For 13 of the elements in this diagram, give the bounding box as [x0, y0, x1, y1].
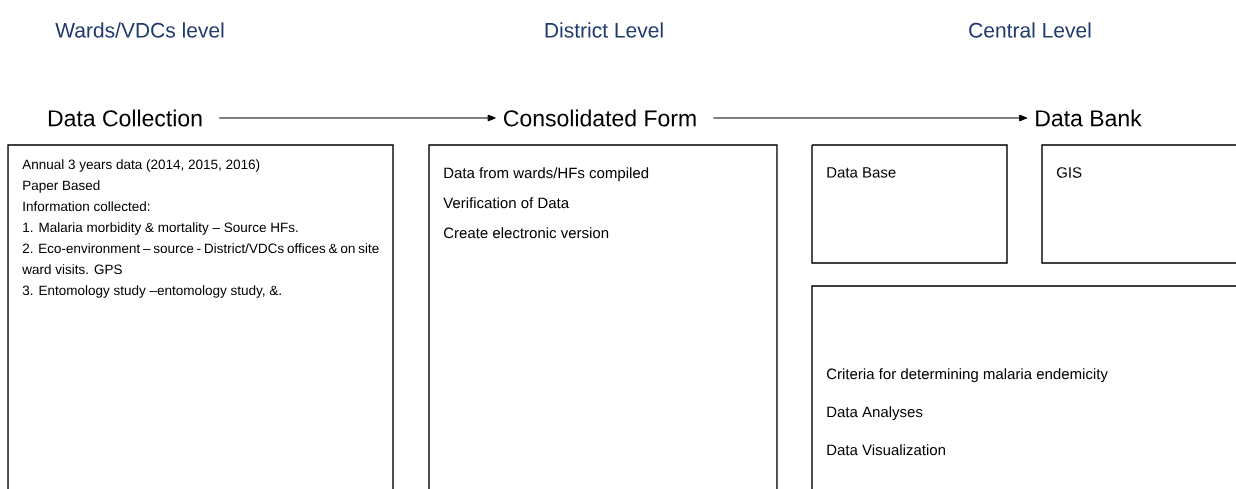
text-box: GIS [1041, 144, 1236, 264]
arrow [218, 114, 496, 122]
heading: Data Collection [48, 109, 202, 127]
text-box: Data Base [811, 144, 1008, 264]
heading: Consolidated Form [504, 109, 696, 127]
arrow [712, 114, 1028, 122]
text-box: Data from wards/HFs compiled Verification of Data Create electronic version [428, 144, 778, 489]
text-box: Criteria for determining malaria endemicity Data Analyses Data Visualization [811, 285, 1236, 489]
level-title: Central Level [969, 22, 1091, 38]
heading: Data Bank [1036, 109, 1142, 127]
level-title: Wards/VDCs level [55, 22, 224, 38]
level-title: District Level [545, 22, 663, 38]
text-box: Annual 3 years data (2014, 2015, 2016) Paper Based Information collected: 1. Malaria morbidity & mortality – Source HFs. 2. Eco-environment – source - District/VDCs offices & on site ward visits. GPS 3. Entomology study –entomology study, &. [7, 144, 394, 489]
